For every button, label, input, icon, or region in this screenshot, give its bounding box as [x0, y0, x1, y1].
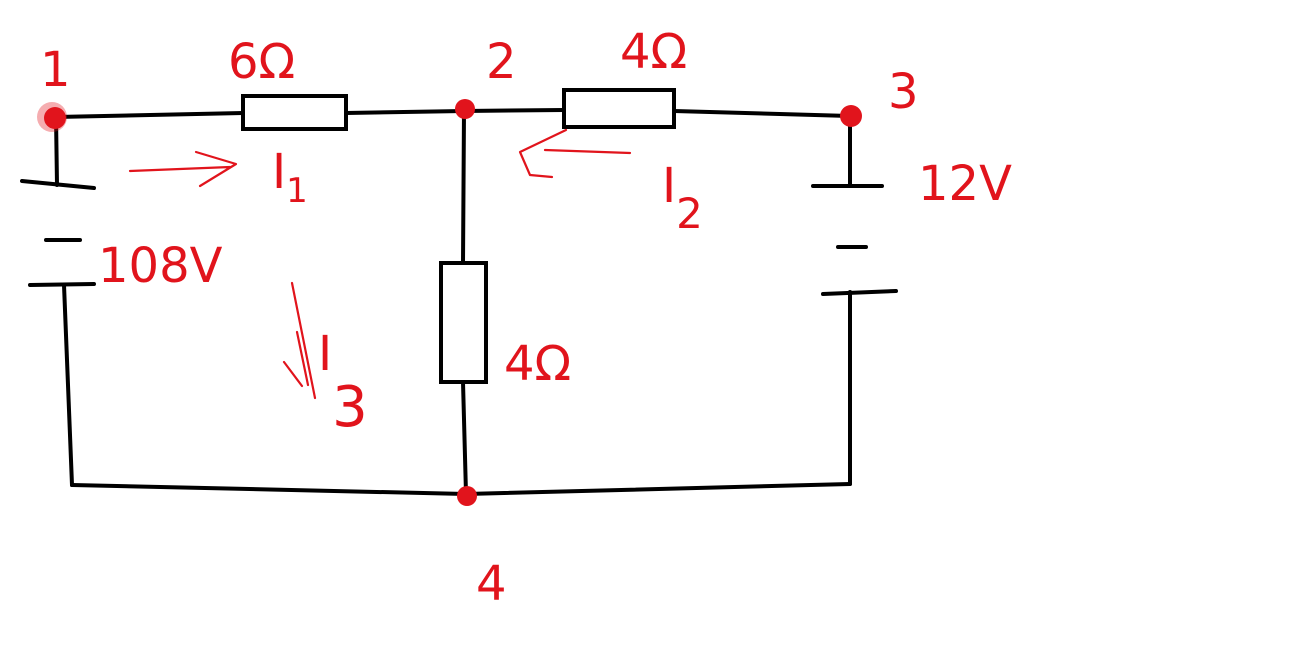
resistor-r3 [439, 261, 488, 384]
arrow-i2-icon [518, 128, 632, 179]
source-e1-label: 108V [98, 238, 223, 294]
wires [54, 108, 852, 496]
node-2-label: 2 [486, 34, 517, 90]
node-4-label: 4 [476, 556, 507, 612]
current-i2-label: I2 [662, 158, 703, 238]
node-1-dot [44, 107, 66, 129]
resistor-r1-label: 6Ω [228, 34, 295, 90]
node-3-dot [840, 105, 862, 127]
wire-node2-r3 [461, 109, 466, 265]
wire-bottom-right [464, 482, 852, 496]
wire-r3-node4 [461, 380, 468, 496]
resistor-r3-label: 4Ω [504, 336, 571, 392]
current-i1-sub: 1 [286, 171, 308, 211]
wire-node1-r1 [54, 111, 245, 119]
battery-e1-plate-long-top [20, 179, 96, 190]
battery-e1-plate-long-bottom [28, 282, 96, 287]
node-4-dot [457, 486, 477, 506]
current-i3-label: I3 [318, 326, 368, 440]
current-i1-label: I1 [272, 144, 308, 211]
source-e2-label: 12V [918, 156, 1012, 212]
current-i2-sub: 2 [676, 189, 703, 238]
current-i3-sub: 3 [332, 375, 368, 440]
wire-e1-bottom [62, 283, 74, 487]
resistor-r1 [241, 94, 348, 131]
wire-r2-node3 [672, 109, 852, 118]
nodes [37, 99, 862, 506]
battery-e2-plate-long-bottom [821, 289, 898, 296]
arrow-i1-icon [128, 150, 238, 188]
resistors [241, 88, 676, 384]
arrow-i3-icon [282, 281, 317, 400]
resistor-r2-label: 4Ω [620, 24, 687, 80]
node-3-label: 3 [888, 64, 919, 120]
node-2-dot [455, 99, 475, 119]
resistor-r2 [562, 88, 676, 129]
battery-e2 [811, 184, 898, 296]
node-1-label: 1 [40, 42, 71, 98]
wire-node2-r2 [462, 108, 566, 113]
wire-r1-node2 [344, 109, 466, 115]
labels: 1 2 3 4 6Ω 4Ω 4Ω 108V 12V I1 I2 I3 [40, 24, 1012, 612]
annotations [128, 128, 632, 400]
wire-bottom-left [70, 483, 468, 496]
battery-e1 [20, 179, 96, 287]
